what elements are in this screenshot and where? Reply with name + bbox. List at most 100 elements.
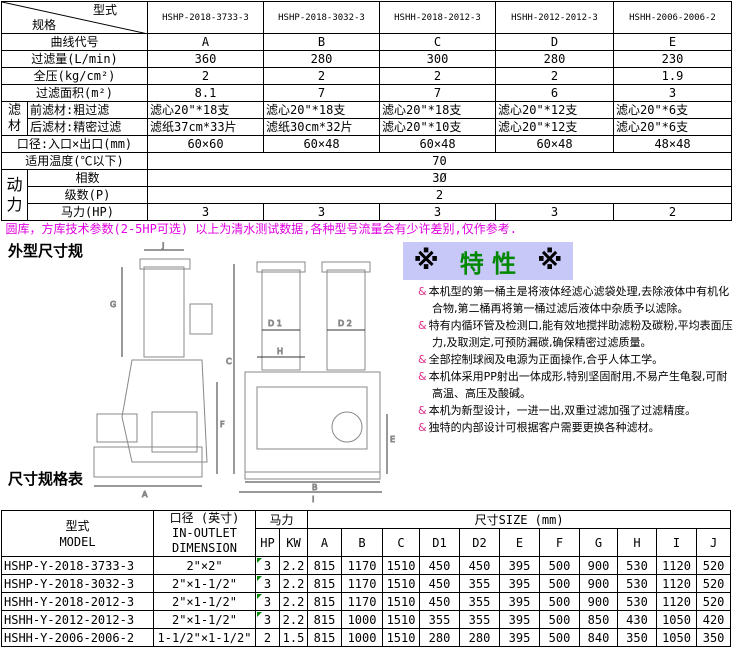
- row-label: 过滤量(L/min): [1, 50, 148, 68]
- cell: C: [379, 33, 496, 51]
- cell: 滤心20"*6支: [613, 118, 732, 136]
- size-cell: 395: [499, 574, 541, 593]
- size-cell: 395: [499, 610, 541, 629]
- size-col-header: H: [617, 528, 658, 557]
- size-cell: 500: [539, 574, 581, 593]
- size-cell: 1000: [341, 610, 384, 629]
- size-cell: 530: [617, 574, 658, 593]
- dual-tank-front-view: C D 1 D 2 H E B I: [226, 261, 396, 504]
- horsepower-label: 马力(HP): [27, 203, 148, 221]
- inlet-cell: 2"×1-1/2": [153, 574, 256, 593]
- label-i: I: [312, 495, 314, 504]
- hp-cell: 3: [255, 592, 280, 611]
- cell: 48×48: [613, 135, 732, 153]
- size-col-header: D1: [419, 528, 461, 557]
- size-cell: 900: [579, 574, 619, 593]
- corner-bottom: 规格: [32, 18, 57, 32]
- model-cell: HSHH-Y-2012-2012-3: [1, 610, 154, 629]
- features-title: 特 性: [459, 249, 517, 278]
- features-banner: ※ 特 性 ※: [403, 242, 573, 280]
- spec-table: 型式 规格 HSHP-2018-3733-3 HSHP-2018-3032-3 …: [1, 1, 732, 238]
- size-cell: 520: [696, 556, 732, 575]
- phase-label: 相数: [27, 169, 148, 187]
- size-cell: 1000: [341, 628, 384, 647]
- rear-filter-label: 后滤材:精密过滤: [27, 118, 148, 136]
- size-col-header: C: [382, 528, 421, 557]
- cell: 滤心20"*18支: [147, 101, 264, 119]
- phase-value: 3Ø: [147, 169, 732, 187]
- size-cell: 1510: [382, 610, 421, 629]
- feature-item: 全部控制球阀及电源为正面操作,合乎人体工学。: [418, 351, 733, 368]
- size-col-header: G: [579, 528, 619, 557]
- temperature-value: 70: [147, 152, 732, 170]
- diagram-title: 外型尺寸规: [8, 242, 84, 260]
- size-cell: 1510: [382, 628, 421, 647]
- size-header: 尺寸SIZE (mm): [307, 510, 732, 529]
- filter-group-label: 滤材: [1, 101, 28, 136]
- cell: 滤心20"*18支: [379, 101, 496, 119]
- cell: 60×48: [263, 135, 380, 153]
- size-cell: 850: [579, 610, 619, 629]
- cell: 360: [147, 50, 264, 68]
- feature-item: 本机为新型设计，一进一出,双重过滤加强了过滤精度。: [418, 402, 733, 419]
- cell: 滤心20"*18支: [263, 101, 380, 119]
- size-cell: 350: [696, 628, 732, 647]
- reference-mark-icon: ※: [537, 246, 563, 276]
- dimension-diagram: G J F A C D 1 D 2 H E B I: [93, 242, 396, 504]
- cell: 300: [379, 50, 496, 68]
- hp-cell: 3: [255, 574, 280, 593]
- cell: 2: [379, 67, 496, 85]
- size-cell: 350: [617, 628, 658, 647]
- size-cell: 1170: [341, 574, 384, 593]
- cell: 滤纸30cm*32片: [263, 118, 380, 136]
- kw-cell: 2.2: [278, 592, 309, 611]
- inlet-cell: 2"×1-1/2": [153, 610, 256, 629]
- cell: 280: [495, 50, 614, 68]
- size-cell: 900: [579, 556, 619, 575]
- size-cell: 450: [419, 592, 461, 611]
- cell: 3: [379, 203, 496, 221]
- size-cell: 500: [539, 592, 581, 611]
- poles-label: 级数(P): [27, 186, 148, 204]
- cell: 2: [147, 67, 264, 85]
- cell: 3: [495, 203, 614, 221]
- label-j: J: [161, 242, 164, 250]
- size-cell: 1050: [656, 610, 698, 629]
- feature-item: 特有内循环管及检测口,能有效地搅拌助滤粉及碳粉,平均表面压力,及取测定,可预防漏…: [418, 317, 733, 351]
- feature-item: 本机体采用PP射出一体成形,特别坚固耐用,不易产生龟裂,可耐高温、高压及酸碱。: [418, 368, 733, 402]
- inlet-cell: 2"×1-1/2": [153, 592, 256, 611]
- kw-header: KW: [278, 528, 309, 557]
- size-col-header: E: [499, 528, 541, 557]
- diameter-label: 口径:入口×出口(mm): [1, 135, 148, 153]
- size-cell: 1170: [341, 592, 384, 611]
- hp-cell: 2: [255, 628, 280, 647]
- size-cell: 1510: [382, 574, 421, 593]
- cell: A: [147, 33, 264, 51]
- cell: 滤心20"*6支: [613, 101, 732, 119]
- size-cell: 1120: [656, 592, 698, 611]
- cell: 3: [613, 84, 732, 102]
- size-cell: 355: [459, 592, 501, 611]
- size-cell: 1120: [656, 574, 698, 593]
- label-d1: D 1: [268, 319, 282, 328]
- kw-cell: 1.5: [278, 628, 309, 647]
- model-header: HSHP-2018-3032-3: [263, 1, 380, 34]
- cell: 1.9: [613, 67, 732, 85]
- hp-cell: 3: [255, 556, 280, 575]
- size-cell: 280: [459, 628, 501, 647]
- label-f: F: [220, 420, 225, 429]
- notice-text: 圆库，方库技术参数(2-5HP可选) 以上为清水测试数据,各种型号流量会有少许差…: [5, 222, 517, 237]
- cell: 2: [495, 67, 614, 85]
- model-cell: HSHP-Y-2018-3032-3: [1, 574, 154, 593]
- row-label: 曲线代号: [1, 33, 148, 51]
- size-col-header: A: [307, 528, 343, 557]
- single-tank-side-view: G J F A: [93, 242, 226, 500]
- cell: 60×48: [495, 135, 614, 153]
- feature-item: 本机型的第一桶主是将液体经滤心滤袋处理,去除液体中有机化合物,第二桶再将第一桶过…: [418, 283, 733, 317]
- size-col-header: J: [696, 528, 732, 557]
